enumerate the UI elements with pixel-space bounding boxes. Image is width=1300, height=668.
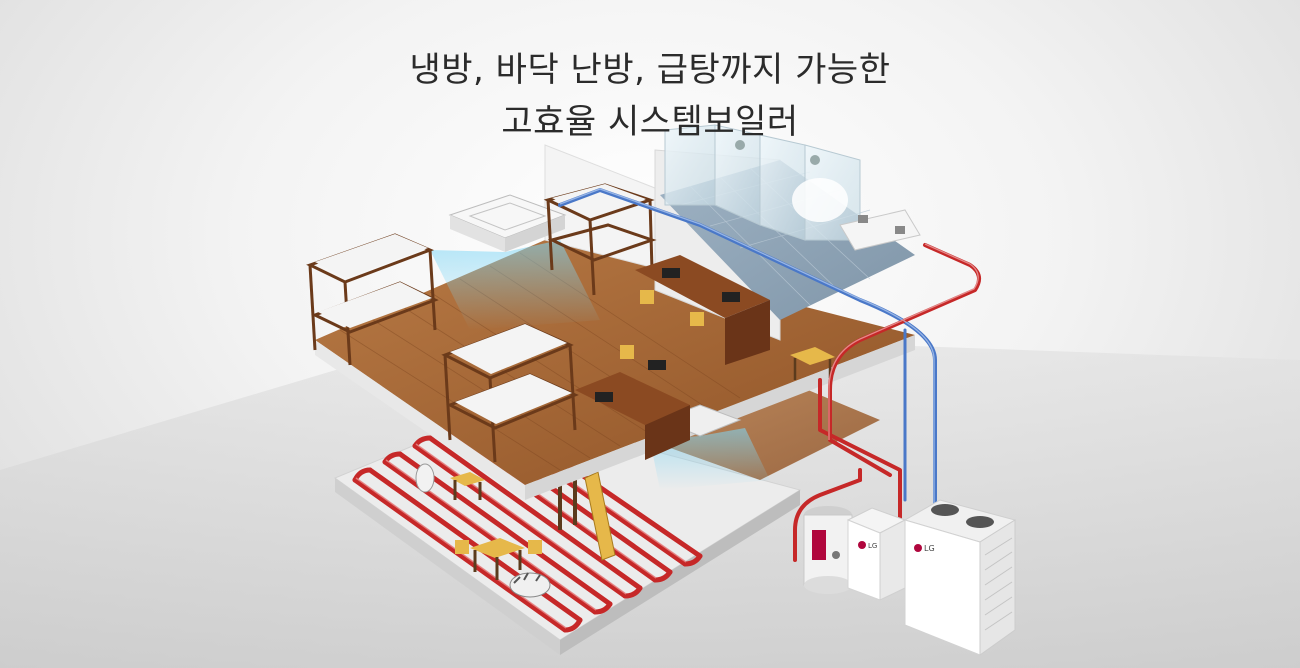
bunk-bed-icon: [306, 183, 657, 463]
pipe-highlights: [559, 188, 979, 520]
headline: 냉방, 바닥 난방, 급탕까지 가능한 고효율 시스템보일러: [0, 44, 1300, 148]
headline-line-2: 고효율 시스템보일러: [501, 102, 799, 142]
outdoor-unit-logo-text: LG: [924, 544, 935, 553]
hydro-unit-logo-text: LG: [868, 542, 877, 550]
kids-table-icon: [455, 538, 542, 580]
shower-booth-icon: [664, 124, 861, 241]
plush-toy-icon: [415, 463, 551, 598]
ceiling-cassette-ac-icon: [430, 194, 600, 330]
sink-icon: [839, 209, 921, 251]
hot-water-tank-icon: [803, 506, 853, 594]
headline-line-1: 냉방, 바닥 난방, 급탕까지 가능한: [409, 50, 891, 90]
outdoor-unit-icon: LG: [903, 499, 1017, 656]
kids-chair-icon: [450, 472, 485, 500]
slide-icon: [558, 471, 616, 561]
hydro-unit-icon: LG: [846, 507, 907, 601]
desk-icon: [575, 255, 770, 460]
